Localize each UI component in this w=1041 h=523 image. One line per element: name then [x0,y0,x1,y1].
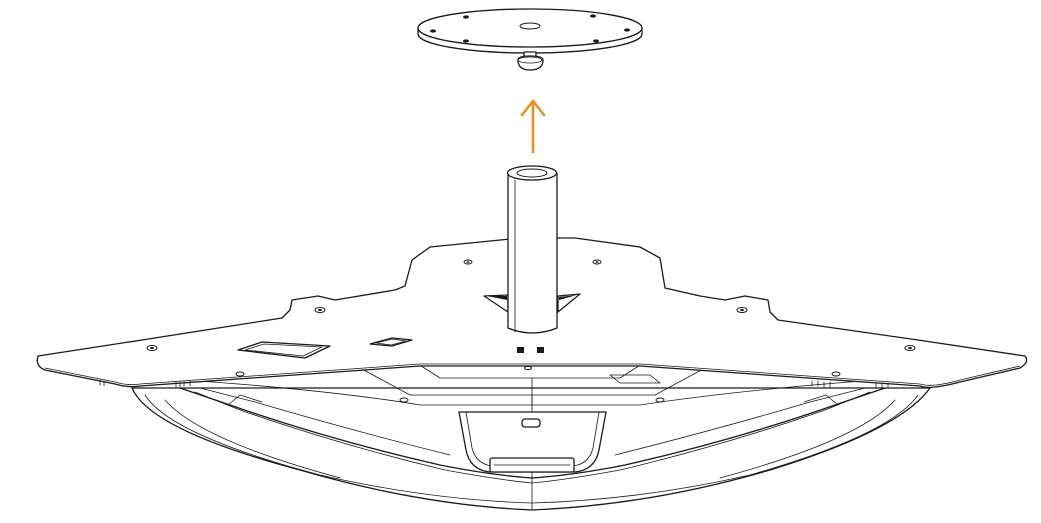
up-arrow [520,99,546,154]
vertical-pole [506,165,558,334]
base-plate-edge-ticks [99,379,889,389]
round-mounting-plate [417,8,643,71]
base-plate-screws [146,259,916,403]
